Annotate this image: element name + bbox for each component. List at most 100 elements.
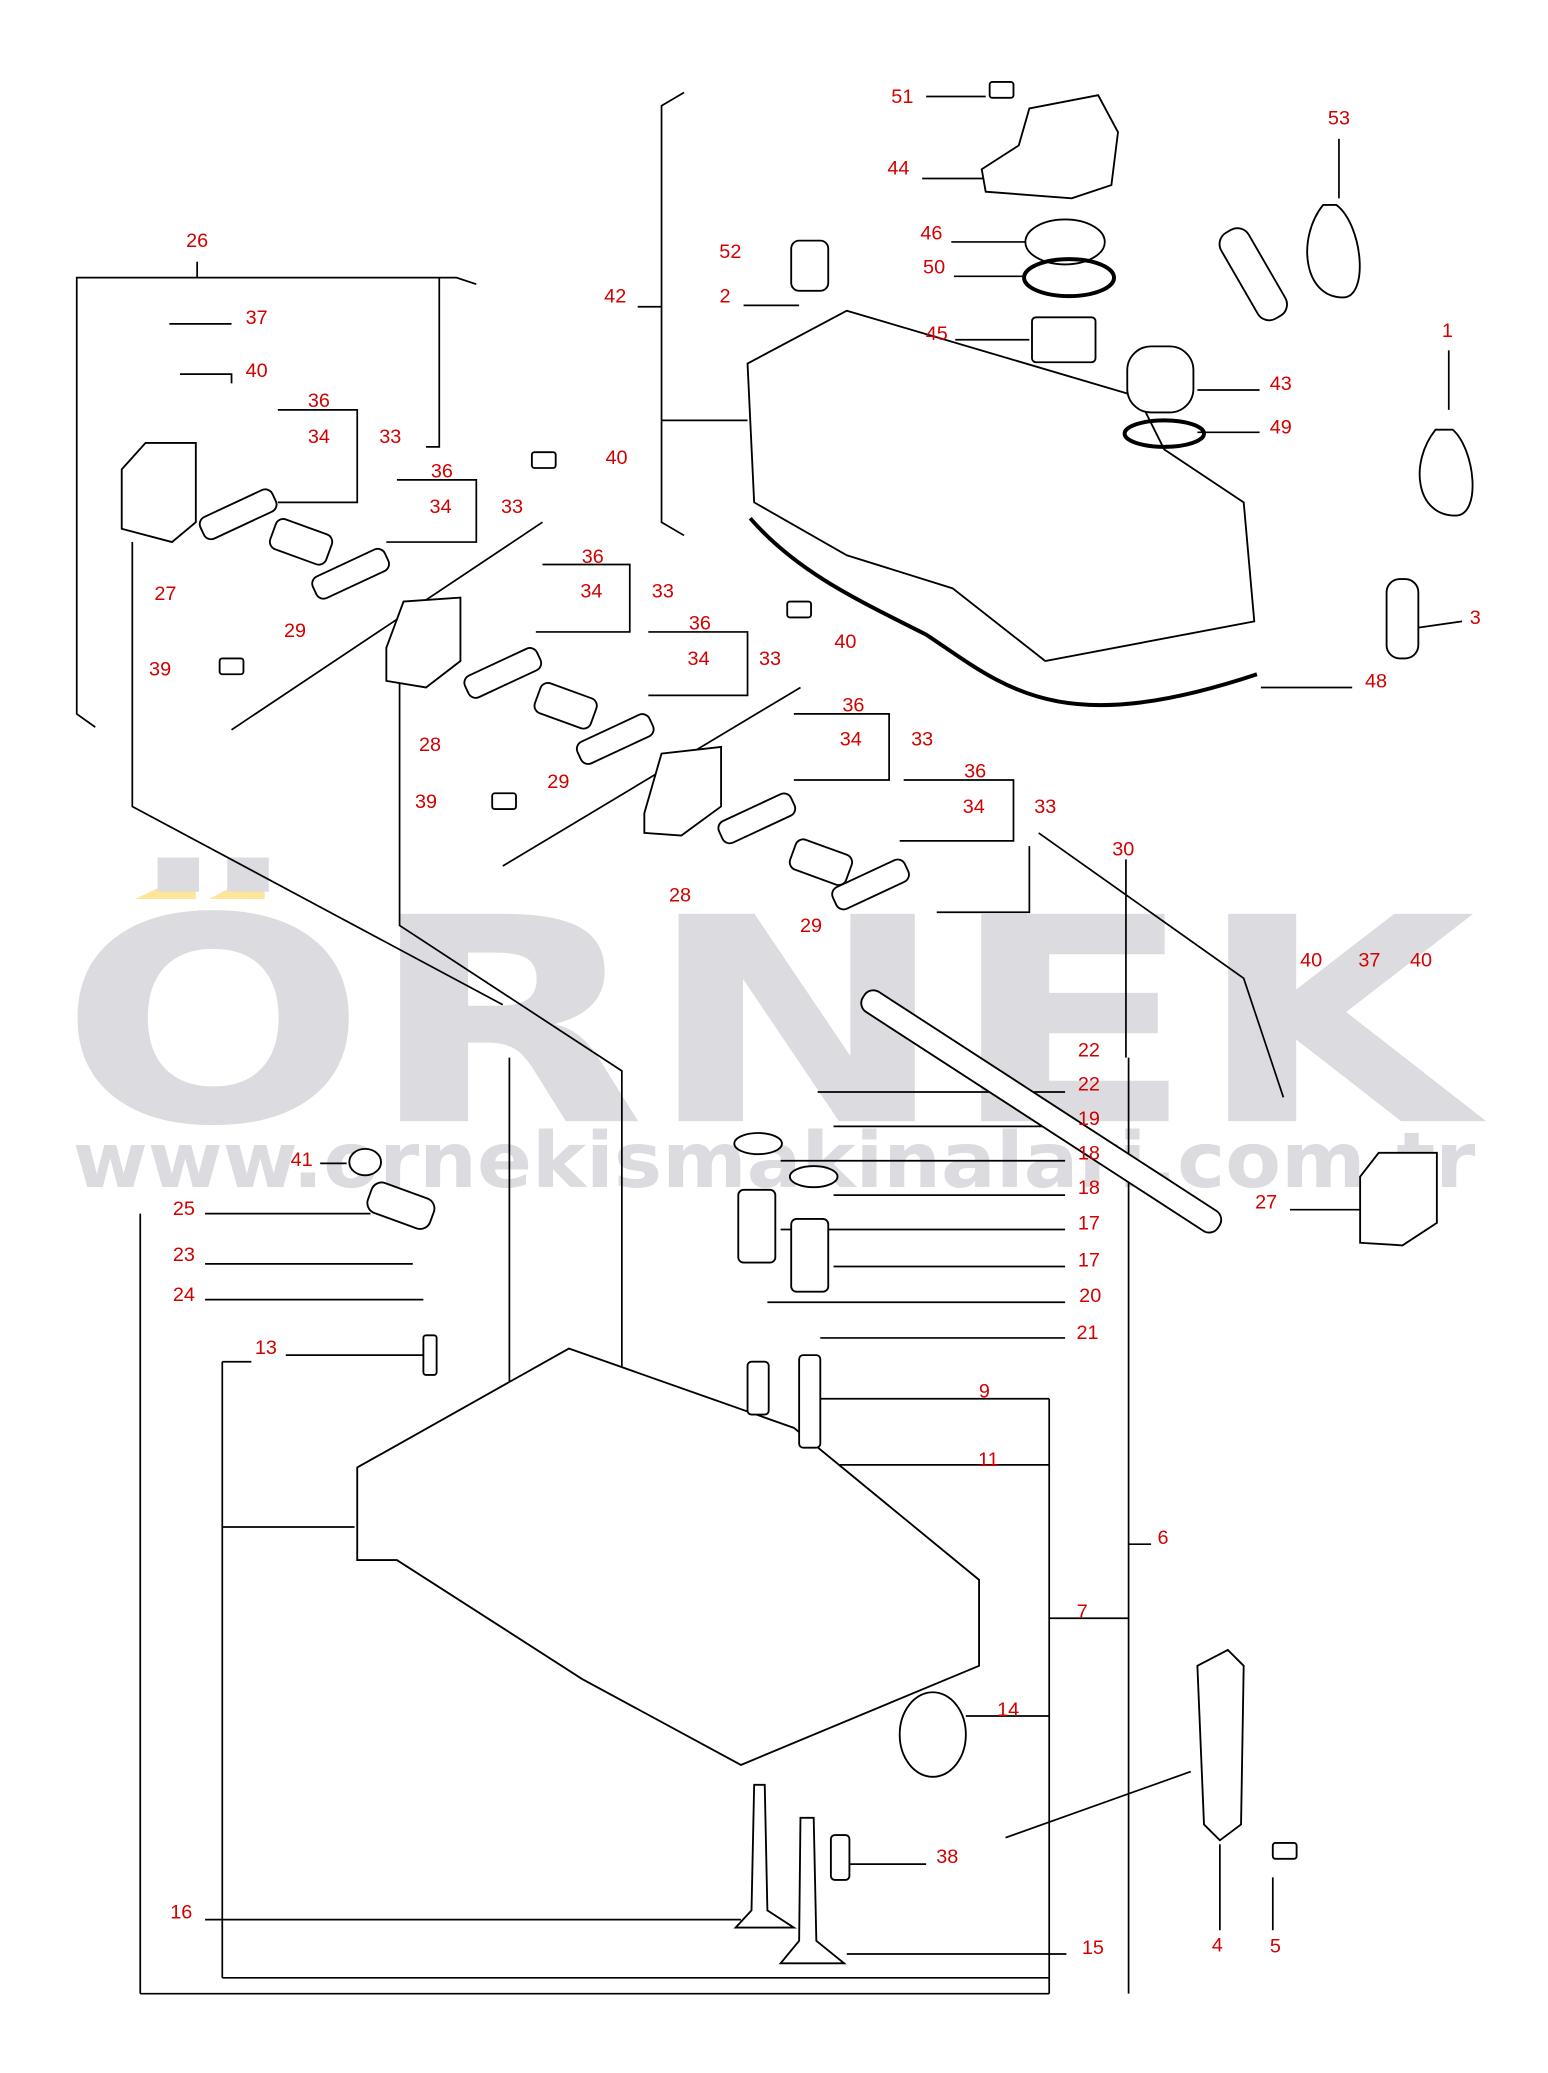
part-label: 34 — [963, 796, 985, 818]
part-labels: 51 44 46 50 52 2 42 45 43 49 53 1 3 48 2… — [149, 86, 1481, 1959]
part-label: 28 — [419, 734, 441, 756]
part-label: 14 — [997, 1699, 1019, 1721]
part-label: 18 — [1078, 1177, 1100, 1199]
rocker-arm — [311, 547, 390, 600]
rocker-arm — [463, 647, 543, 699]
part-label: 33 — [759, 648, 781, 670]
part-label: 40 — [1300, 949, 1322, 971]
rocker-arm — [717, 792, 797, 845]
part-label: 46 — [920, 222, 942, 244]
part-label: 24 — [173, 1284, 195, 1306]
rocker-shaft — [860, 989, 1223, 1234]
part-label: 6 — [1157, 1527, 1168, 1549]
valve-guide — [746, 1360, 770, 1416]
cylinder-head — [356, 1347, 981, 1766]
part-label: 7 — [1077, 1601, 1088, 1623]
breather-cap — [980, 94, 1119, 200]
part-label: 40 — [1410, 949, 1432, 971]
bolt — [1271, 1842, 1298, 1860]
oil-filler-cap — [1126, 345, 1195, 414]
valve-cover — [746, 309, 1256, 663]
part-label: 23 — [173, 1244, 195, 1266]
part-label: 36 — [689, 612, 711, 634]
rocker-spring — [788, 838, 854, 886]
part-label: 9 — [979, 1380, 990, 1402]
washer — [788, 1165, 839, 1189]
lifting-bracket — [1196, 1648, 1245, 1842]
part-label: 40 — [834, 631, 856, 653]
bolt — [988, 81, 1015, 99]
part-label: 33 — [652, 581, 674, 603]
part-label: 33 — [911, 729, 933, 751]
valve-spring — [737, 1188, 777, 1264]
part-label: 34 — [688, 648, 710, 670]
part-label: 22 — [1078, 1039, 1100, 1061]
part-label: 33 — [1034, 796, 1056, 818]
exhaust-gasket — [898, 1691, 967, 1778]
leader-lines — [75, 91, 1463, 1995]
o-ring — [1022, 257, 1117, 299]
part-label: 18 — [1078, 1142, 1100, 1164]
breather-hose — [1218, 227, 1288, 322]
part-label: 33 — [379, 426, 401, 448]
part-label: 26 — [186, 230, 208, 252]
part-label: 40 — [606, 447, 628, 469]
part-label: 2 — [720, 286, 731, 308]
part-label: 39 — [415, 791, 437, 813]
part-label: 36 — [308, 390, 330, 412]
part-label: 15 — [1082, 1937, 1104, 1959]
part-label: 29 — [547, 771, 569, 793]
hose — [1385, 578, 1420, 660]
part-label: 49 — [1270, 417, 1292, 439]
rocker-support — [643, 745, 723, 837]
part-label: 4 — [1212, 1934, 1223, 1956]
damper — [1031, 316, 1097, 364]
rocker-support — [120, 441, 197, 544]
cover-gasket — [748, 516, 1258, 708]
nut — [348, 1147, 382, 1177]
rocker-spring — [533, 681, 598, 730]
part-label: 30 — [1112, 838, 1134, 860]
part-label: 1 — [1442, 320, 1453, 342]
part-label: 25 — [173, 1198, 195, 1220]
part-label: 52 — [719, 241, 741, 263]
bolt — [786, 600, 812, 619]
part-label: 40 — [246, 360, 268, 382]
part-label: 33 — [501, 496, 523, 518]
part-label: 42 — [604, 286, 626, 308]
part-label: 36 — [431, 460, 453, 482]
part-label: 53 — [1328, 107, 1350, 129]
part-label: 16 — [170, 1901, 192, 1923]
part-label: 38 — [936, 1846, 958, 1868]
part-label: 51 — [891, 86, 913, 108]
part-label: 50 — [923, 257, 945, 279]
bolt — [491, 792, 517, 811]
part-label: 44 — [887, 158, 909, 180]
part-label: 21 — [1077, 1322, 1099, 1344]
rocker-arm — [198, 488, 278, 541]
part-label: 36 — [582, 546, 604, 568]
part-label: 27 — [1255, 1191, 1277, 1213]
part-label: 34 — [430, 496, 452, 518]
part-label: 34 — [308, 426, 330, 448]
part-label: 17 — [1078, 1250, 1100, 1272]
part-label: 5 — [1270, 1936, 1281, 1958]
watermark-accent — [209, 869, 265, 900]
valve-spring — [790, 1218, 830, 1293]
clamp-plate — [366, 1181, 436, 1230]
washer — [733, 1132, 783, 1156]
dowel-pin — [829, 1834, 851, 1881]
part-label: 28 — [669, 885, 691, 907]
parts — [120, 81, 1474, 1965]
part-label: 29 — [284, 620, 306, 642]
part-label: 41 — [291, 1149, 313, 1171]
part-label: 11 — [978, 1449, 999, 1471]
bolt — [530, 451, 557, 469]
part-label: 39 — [149, 659, 171, 681]
part-label: 19 — [1078, 1108, 1100, 1130]
rocker-support — [1359, 1151, 1438, 1247]
part-label: 17 — [1078, 1213, 1100, 1235]
part-label: 48 — [1365, 670, 1387, 692]
part-label: 37 — [1358, 949, 1380, 971]
part-label: 43 — [1270, 373, 1292, 395]
